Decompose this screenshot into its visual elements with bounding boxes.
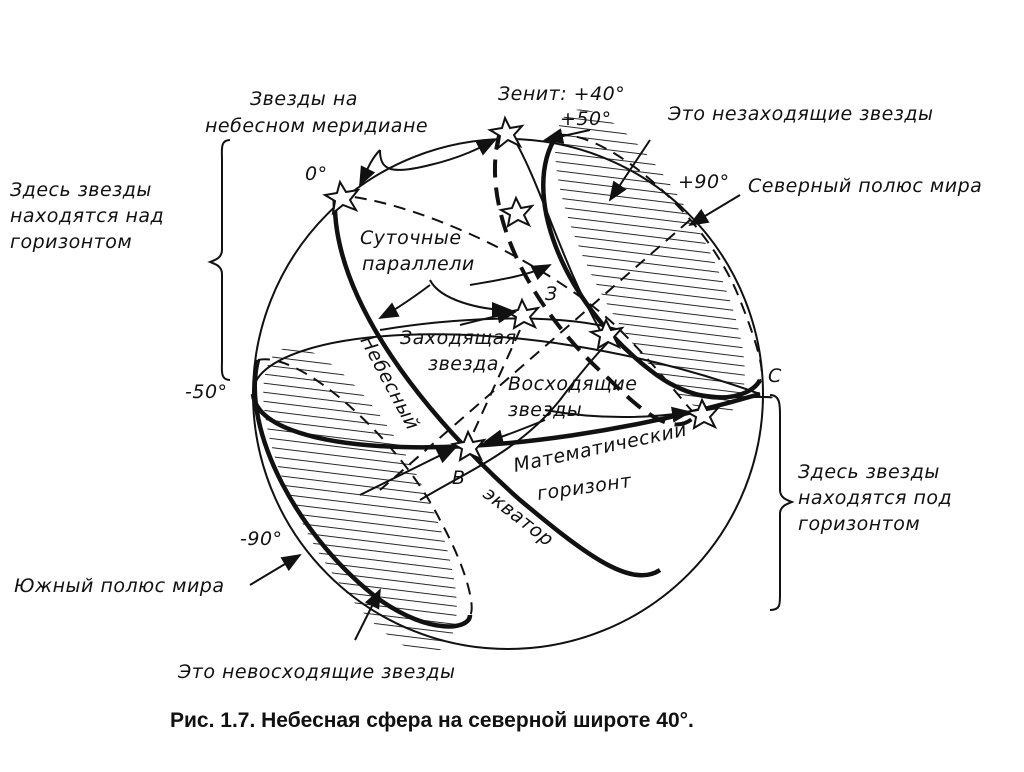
- label-minus90: -90°: [240, 528, 283, 550]
- label-zenith: Зенит: +40°: [498, 83, 625, 105]
- label-math-2: горизонт: [536, 470, 634, 505]
- label-math-1: Математический: [511, 419, 688, 477]
- arrow-daily-parallel-2: [380, 285, 430, 318]
- label-minus50: -50°: [185, 381, 228, 403]
- label-north-pole: Северный полюс мира: [748, 175, 982, 197]
- label-daily-2: параллели: [362, 253, 475, 275]
- star-zenith: [490, 118, 522, 148]
- label-below-1: Здесь звезды: [798, 461, 940, 483]
- label-daily-1: Суточные: [360, 227, 462, 249]
- star-west: [507, 300, 538, 328]
- label-south-pole: Южный полюс мира: [14, 575, 225, 597]
- label-rising-1: Восходящие: [508, 373, 637, 395]
- label-above-1: Здесь звезды: [10, 179, 152, 201]
- label-rising-2: звезды: [508, 399, 582, 421]
- label-setting-1: Заходящая: [400, 327, 517, 349]
- label-setting-2: звезда: [428, 353, 499, 375]
- label-plus50: +50°: [560, 108, 612, 130]
- figure-caption: Рис. 1.7. Небесная сфера на северной шир…: [170, 709, 694, 732]
- label-above-3: горизонтом: [10, 231, 132, 253]
- arrow-daily-parallel-3: [470, 265, 550, 285]
- label-circumpolar: Это незаходящие звезды: [667, 103, 934, 125]
- label-east: В: [452, 467, 466, 489]
- star-meridian-lower: [501, 198, 532, 226]
- arrow-south-pole: [250, 555, 300, 585]
- bracket-below: [770, 395, 792, 610]
- star-zero: [325, 182, 358, 213]
- label-meridian-stars-1: Звезды на: [250, 88, 358, 110]
- arrow-north-pole: [690, 195, 740, 225]
- arrow-to-zenith-star: [380, 140, 495, 170]
- label-zero-deg: 0°: [305, 163, 328, 185]
- label-below-2: находятся под: [798, 487, 952, 509]
- label-plus90: +90°: [678, 171, 730, 193]
- bracket-above: [210, 140, 230, 380]
- label-above-2: находятся над: [10, 205, 164, 227]
- label-below-3: горизонтом: [798, 513, 920, 535]
- label-west: З: [545, 283, 558, 305]
- label-north: С: [768, 365, 782, 387]
- label-never-rising: Это невосходящие звезды: [177, 661, 456, 683]
- label-meridian-stars-2: небесном меридиане: [205, 115, 428, 137]
